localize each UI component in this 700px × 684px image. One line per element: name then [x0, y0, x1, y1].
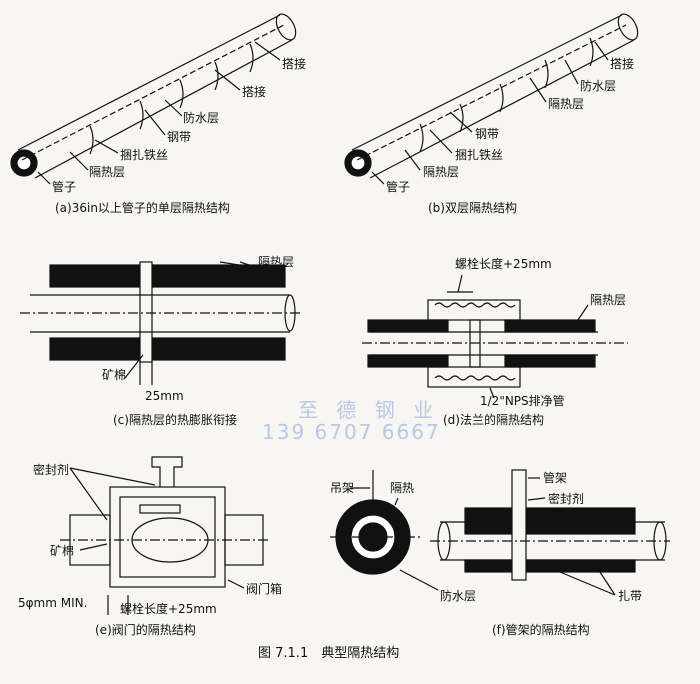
label-insulation-layer: 隔热层 — [548, 97, 585, 111]
label-steel-band: 钢带 — [167, 130, 192, 144]
label-binding-wire: 捆扎铁丝 — [120, 148, 169, 162]
label-pipe-rack: 管架 — [543, 471, 568, 485]
label-lap-joint: 搭接 — [242, 85, 267, 99]
label-mineral-wool: 矿棉 — [50, 544, 75, 558]
caption-d: (d)法兰的隔热结构 — [443, 413, 544, 427]
label-25mm: 25mm — [145, 389, 184, 403]
figure-caption: 图 7.1.1 典型隔热结构 — [258, 646, 400, 661]
label-insulation-layer: 隔热层 — [258, 255, 295, 269]
label-hanger: 吊架 — [330, 481, 355, 495]
label-waterproof-layer: 防水层 — [440, 589, 477, 603]
caption-c: (c)隔热层的热膨胀衔接 — [113, 413, 237, 427]
label-waterproof-layer: 防水层 — [183, 111, 220, 125]
label-sealant: 密封剂 — [33, 463, 70, 477]
label-5mm-min: 5φmm MIN. — [18, 596, 88, 610]
label-binding-wire: 捆扎铁丝 — [455, 148, 504, 162]
label-mineral-wool: 矿棉 — [102, 368, 127, 382]
caption-b: (b)双层隔热结构 — [428, 201, 517, 215]
label-strap: 扎带 — [618, 589, 643, 603]
caption-e: (e)阀门的隔热结构 — [95, 623, 196, 637]
pipe-support-drawing — [330, 469, 670, 596]
label-lap-joint: 搭接 — [282, 57, 307, 71]
watermark-phone: 139 6707 6667 — [262, 420, 441, 444]
label-lap-joint: 搭接 — [610, 57, 635, 71]
label-insulation: 隔热 — [390, 481, 415, 495]
label-insulation-layer: 隔热层 — [423, 165, 460, 179]
flange-drawing — [362, 274, 628, 399]
label-insulation-layer: 隔热层 — [89, 165, 126, 179]
label-drain-pipe: 1/2"NPS排净管 — [480, 394, 565, 408]
label-insulation-layer: 隔热层 — [590, 293, 627, 307]
pipe-single-layer — [10, 13, 297, 179]
label-steel-band: 钢带 — [475, 127, 500, 141]
caption-a: (a)36in以上管子的单层隔热结构 — [55, 201, 230, 215]
label-pipe: 管子 — [386, 180, 411, 194]
label-bolt-length: 螺栓长度+25mm — [120, 602, 217, 616]
label-waterproof-layer: 防水层 — [580, 79, 617, 93]
expansion-joint-drawing — [20, 261, 300, 385]
watermark-name: 至 德 钢 业 — [298, 398, 440, 422]
label-sealant: 密封剂 — [548, 492, 585, 506]
label-bolt-length: 螺栓长度+25mm — [455, 257, 552, 271]
label-pipe: 管子 — [52, 180, 77, 194]
caption-f: (f)管架的隔热结构 — [492, 623, 590, 637]
label-valve-box: 阀门箱 — [246, 582, 283, 596]
valve-box-drawing — [60, 456, 270, 615]
pipe-double-layer — [344, 13, 639, 179]
